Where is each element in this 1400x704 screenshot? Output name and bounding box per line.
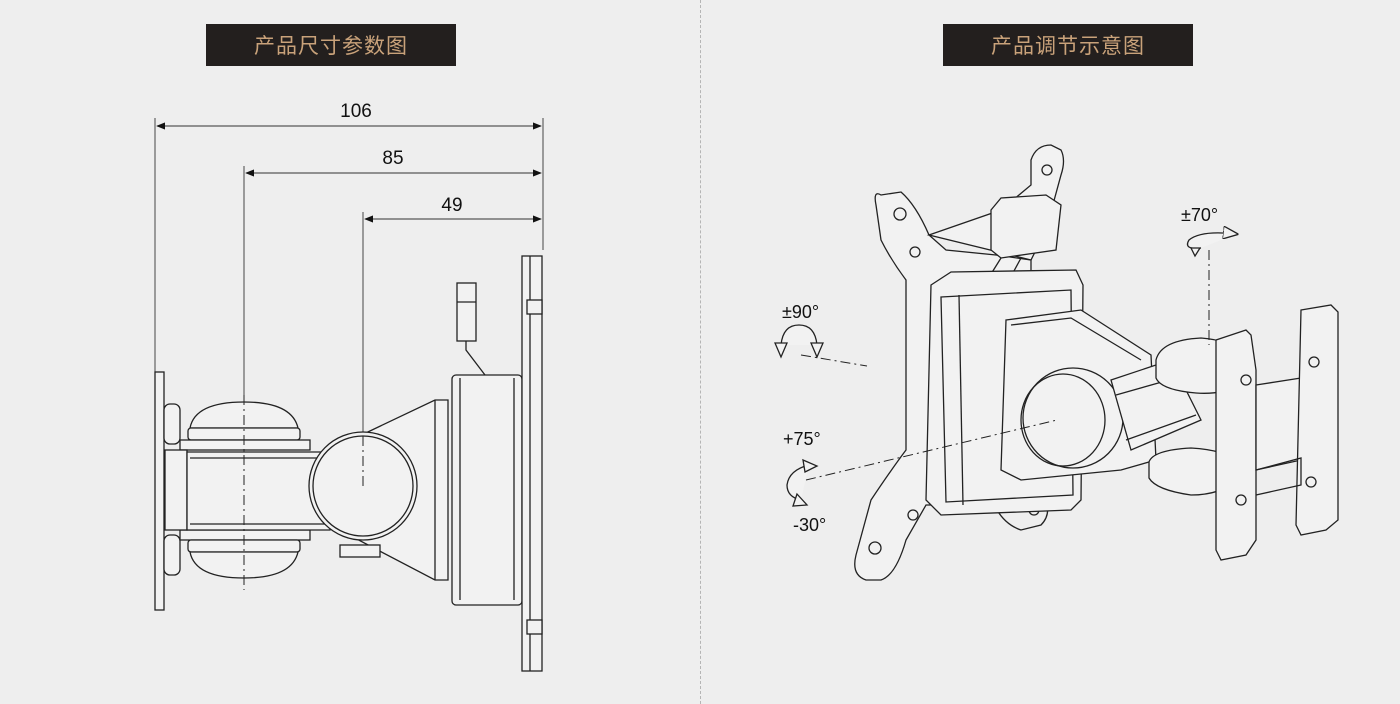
clip-tab	[980, 194, 1062, 296]
adjustment-title: 产品调节示意图	[943, 24, 1193, 66]
tilt-arrow-icon	[786, 458, 819, 507]
rotate-label: ±70°	[1181, 205, 1218, 225]
vesa-plate	[521, 255, 543, 672]
arm-body	[164, 449, 331, 531]
dim-label-85: 85	[382, 148, 403, 169]
lower-hinge	[179, 529, 311, 579]
swivel-arrow-icon	[774, 324, 824, 359]
panel-divider	[700, 0, 701, 704]
axis-swivel	[800, 354, 868, 367]
upper-hinge	[179, 401, 311, 451]
round-joint-3d	[1020, 367, 1124, 469]
wall-plate-3d	[1215, 304, 1339, 561]
head-block	[451, 374, 523, 606]
wall-plate	[154, 371, 181, 611]
rotate-arrow-icon	[1186, 233, 1237, 258]
swivel-label: ±90°	[782, 302, 819, 322]
dim-label-49: 49	[441, 195, 462, 216]
adjustment-drawing: ±70° ±90° +75° -30°	[774, 144, 1339, 581]
locking-pin	[456, 282, 486, 376]
dimension-drawing: 106 85 49	[154, 101, 544, 672]
tilt-down-label: -30°	[793, 515, 826, 535]
dim-label-106: 106	[340, 101, 372, 122]
axis-tilt	[805, 419, 1058, 481]
adjustment-panel: 产品调节示意图	[701, 0, 1400, 704]
dimension-panel: 产品尺寸参数图 106 85 49	[154, 24, 544, 672]
dimension-title: 产品尺寸参数图	[206, 24, 456, 66]
tilt-up-label: +75°	[783, 429, 821, 449]
